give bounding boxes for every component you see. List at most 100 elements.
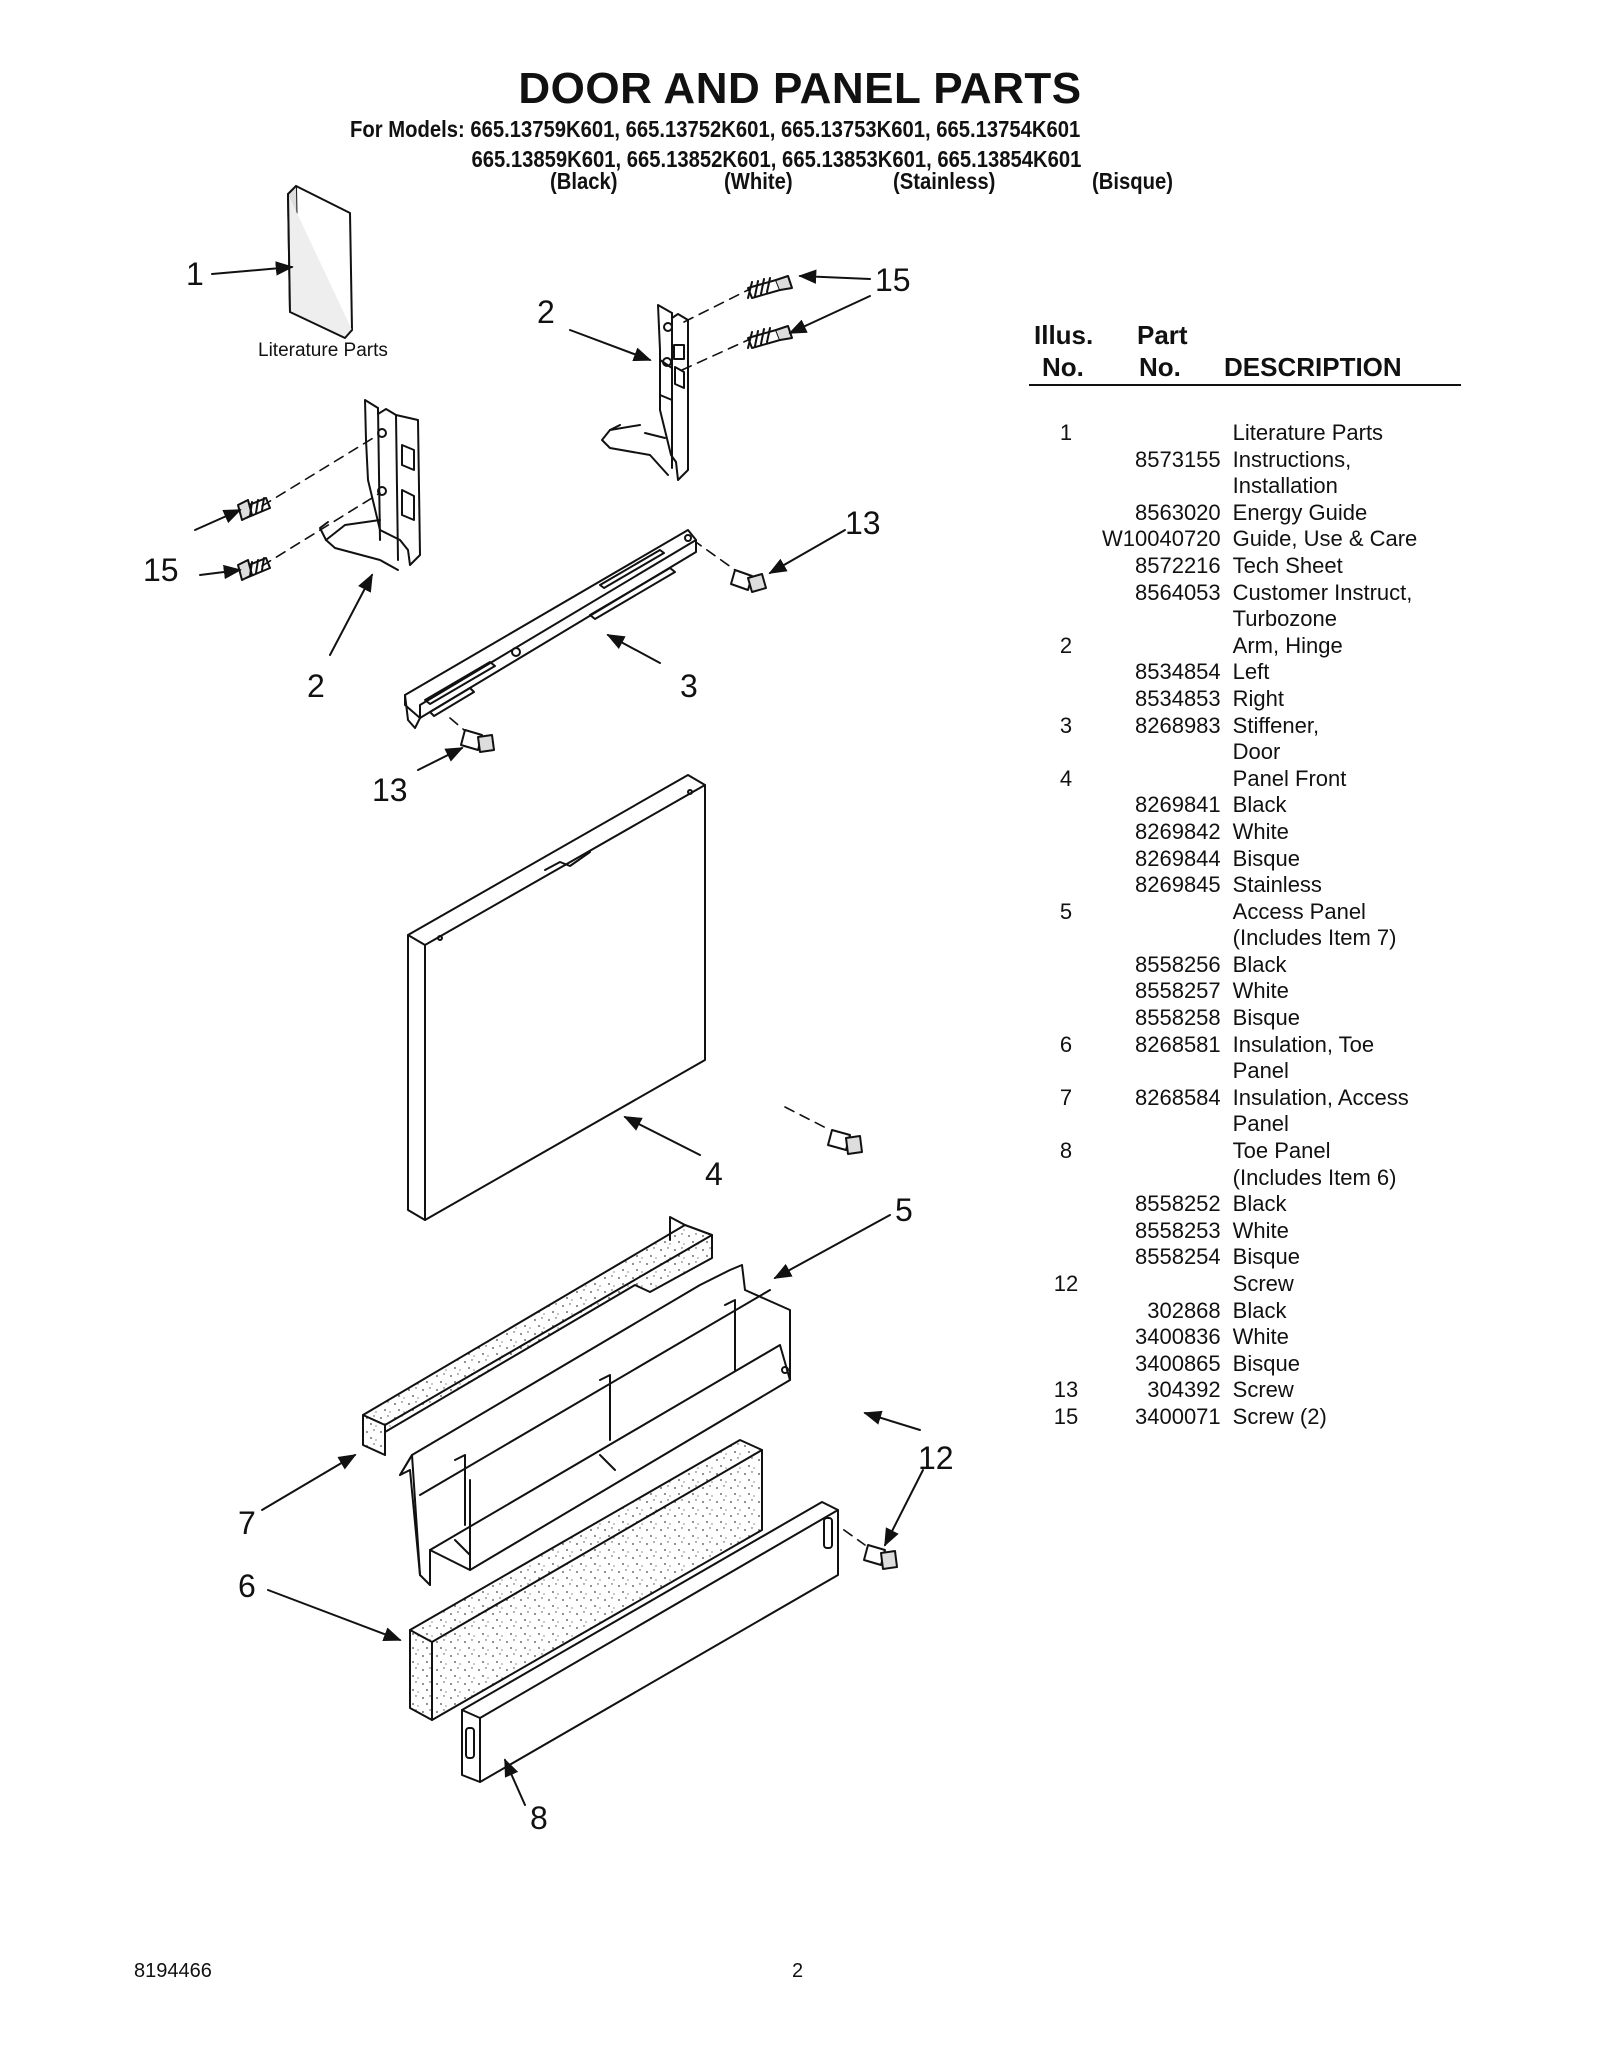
- illus-number: [1030, 1218, 1102, 1245]
- part-number: [1102, 633, 1233, 660]
- part-number: 8268983: [1135, 712, 1221, 738]
- hinge-arm-left: [319, 399, 421, 571]
- header-illus-1: Illus.: [1034, 320, 1094, 350]
- part-description: Turbozone: [1232, 606, 1338, 632]
- part-description: White: [1232, 978, 1289, 1004]
- header-rule: [1029, 384, 1461, 386]
- part-number: [1102, 1165, 1233, 1192]
- screw-13-lower: [460, 729, 495, 753]
- illus-number: [1030, 580, 1102, 607]
- part-description: Panel Front: [1232, 765, 1347, 791]
- illus-number: [1030, 1244, 1102, 1271]
- illus-number: 4: [1059, 765, 1073, 791]
- screw-13-right: [730, 569, 767, 593]
- illus-number: 12: [1053, 1271, 1079, 1296]
- insulation-toe-panel: [409, 1439, 763, 1721]
- part-number: 8573155: [1135, 446, 1221, 472]
- illus-number: 15: [1053, 1403, 1079, 1429]
- part-number: [1102, 899, 1233, 926]
- part-number: 8269841: [1135, 792, 1221, 818]
- parts-row: 4 Panel Front: [1030, 766, 1417, 793]
- parts-row: Panel: [1030, 1058, 1417, 1085]
- part-number: 3400071: [1135, 1403, 1221, 1429]
- illus-number: [1030, 1165, 1102, 1192]
- access-panel: [399, 1264, 791, 1586]
- illus-number: [1030, 819, 1102, 846]
- parts-row: Door: [1030, 739, 1417, 766]
- part-description: White: [1232, 1324, 1289, 1350]
- color-label-white: (White): [724, 168, 793, 194]
- part-description: Panel: [1232, 1111, 1289, 1137]
- part-description: Energy Guide: [1232, 499, 1368, 525]
- illus-number: [1030, 526, 1102, 553]
- part-number: [1102, 925, 1233, 952]
- callout-7: 7: [238, 1505, 256, 1541]
- part-number: [1102, 766, 1233, 793]
- part-number: 8558254: [1135, 1244, 1221, 1270]
- part-description: Stiffener,: [1232, 712, 1320, 738]
- part-number: 3400836: [1135, 1324, 1221, 1350]
- callout-13-lower: 13: [372, 772, 408, 808]
- part-number: 8563020: [1135, 499, 1221, 525]
- part-description: Stainless: [1232, 872, 1322, 898]
- illus-number: [1030, 1111, 1102, 1138]
- callout-3: 3: [680, 668, 698, 704]
- leader-arrows: [194, 261, 924, 1806]
- model-list: For Models: 665.13759K601, 665.13752K601…: [350, 114, 1081, 174]
- illus-number: 1: [1059, 420, 1073, 445]
- illus-number: [1030, 952, 1102, 979]
- illus-number: [1030, 473, 1102, 500]
- door-stiffener: [404, 529, 697, 729]
- part-number: [1102, 606, 1233, 633]
- part-description: Guide, Use & Care: [1232, 526, 1418, 552]
- callout-5: 5: [895, 1192, 913, 1228]
- illus-number: [1030, 606, 1102, 633]
- callout-13-right: 13: [845, 505, 881, 541]
- part-number: 8558253: [1135, 1217, 1221, 1243]
- part-description: Toe Panel: [1232, 1138, 1331, 1164]
- callout-4: 4: [705, 1156, 723, 1192]
- part-description: Screw (2): [1232, 1403, 1327, 1429]
- screw-12-lower: [863, 1544, 898, 1570]
- page-title: DOOR AND PANEL PARTS: [518, 64, 1082, 113]
- part-number: [1102, 1111, 1233, 1138]
- part-description: Bisque: [1232, 845, 1300, 871]
- color-label-bisque: (Bisque): [1092, 168, 1173, 194]
- part-description: Instructions,: [1232, 446, 1352, 472]
- header-illus-2: No.: [1042, 352, 1084, 382]
- illus-number: [1030, 1005, 1102, 1032]
- callout-15-lower: 15: [143, 552, 179, 588]
- part-description: Black: [1232, 1191, 1287, 1217]
- part-description: Literature Parts: [1232, 420, 1384, 445]
- hinge-arm-right: [601, 304, 689, 481]
- illus-number: [1030, 925, 1102, 952]
- part-description: Access Panel: [1232, 898, 1366, 924]
- part-description: Black: [1232, 1297, 1287, 1323]
- part-description: Panel: [1232, 1058, 1289, 1084]
- callout-1: 1: [186, 256, 204, 292]
- illus-number: [1030, 1324, 1102, 1351]
- illus-number: 7: [1059, 1084, 1073, 1110]
- part-number: 3400865: [1135, 1350, 1221, 1376]
- part-number: 8269842: [1135, 818, 1221, 844]
- header-part-1: Part: [1137, 320, 1188, 350]
- part-description: White: [1232, 818, 1289, 844]
- models-line-1: 665.13759K601, 665.13752K601, 665.13753K…: [470, 116, 1081, 142]
- parts-list-header: Illus. No. Part No. DESCRIPTION: [1030, 316, 1460, 384]
- document-number: 8194466: [134, 1960, 212, 1982]
- parts-row: (Includes Item 6): [1030, 1165, 1417, 1192]
- part-number: 8269845: [1135, 872, 1221, 898]
